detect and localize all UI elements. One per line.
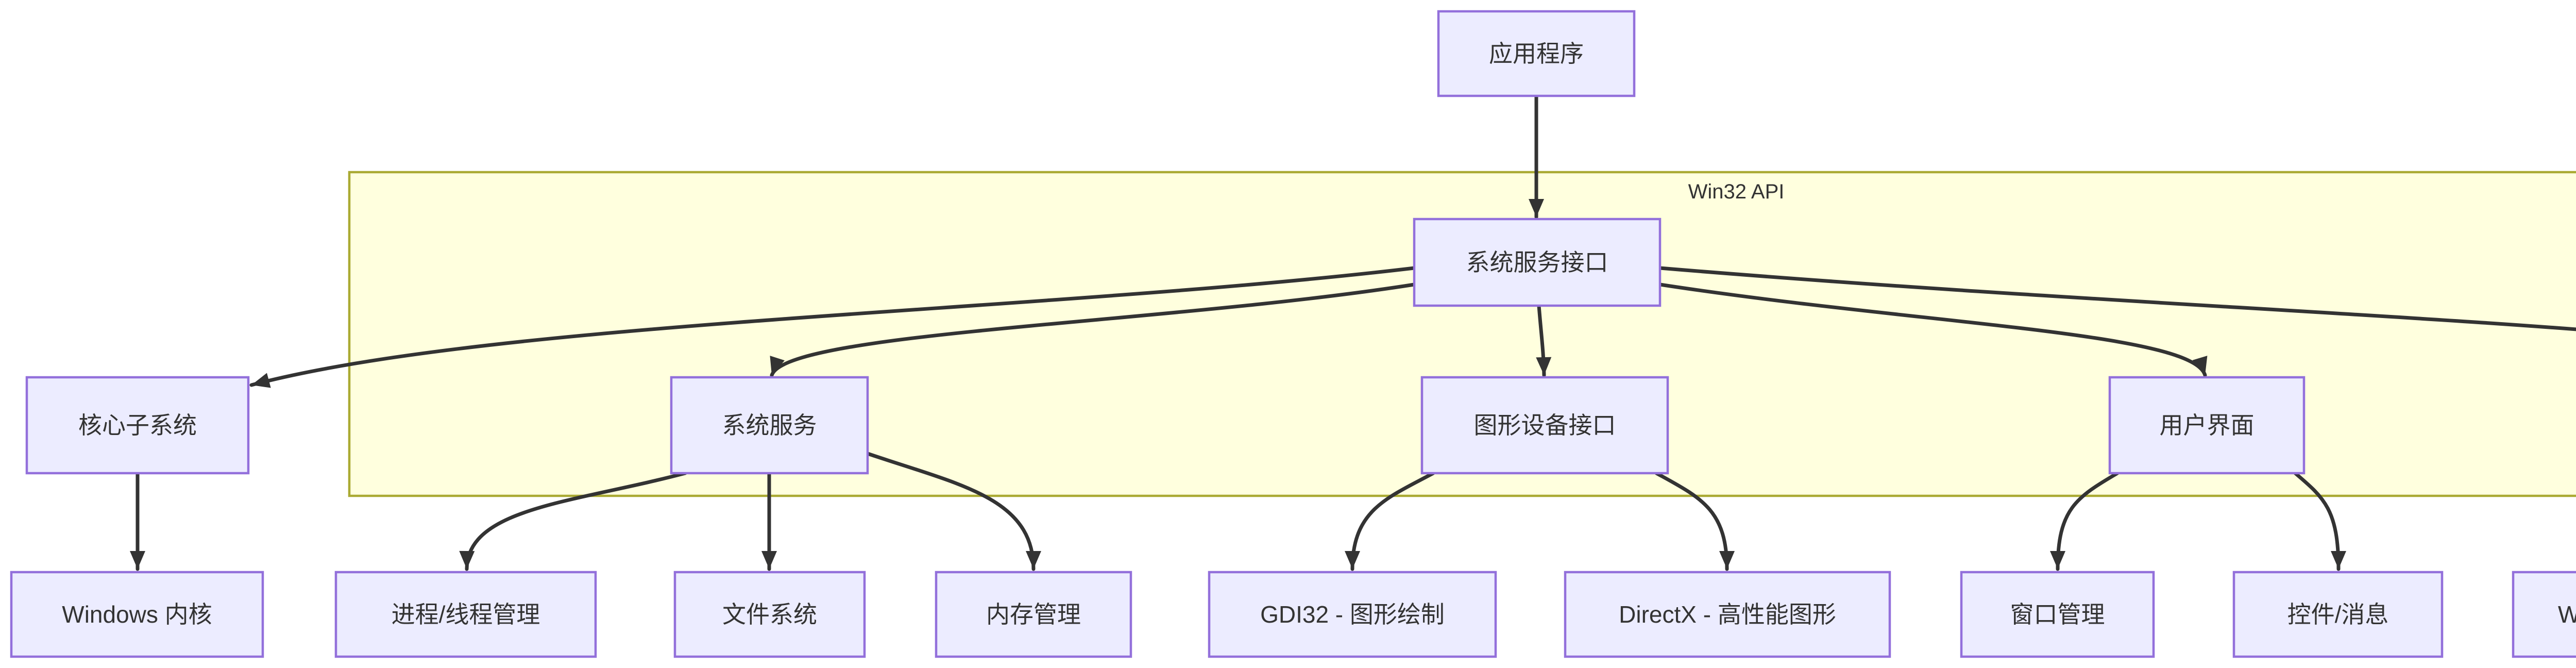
node-gdi-label: 图形设备接口 — [1474, 412, 1616, 439]
edges-layer — [130, 94, 2576, 571]
node-process-label: 进程/线程管理 — [392, 601, 540, 628]
node-gdi-box — [1420, 376, 1669, 475]
node-controls-box — [2232, 571, 2444, 658]
node-kernel-label: Windows 内核 — [62, 601, 212, 628]
node-ssi-label: 系统服务接口 — [1466, 249, 1608, 276]
edge-ssi-to-gdi — [1536, 304, 1552, 377]
node-winsock: WinSock - 网络通信 — [2512, 571, 2576, 658]
node-ui-label: 用户界面 — [2160, 412, 2255, 439]
edge-ssi-to-ui — [1658, 282, 2208, 377]
nodes-layer: 应用程序系统服务接口核心子系统系统服务图形设备接口用户界面网络服务Windows… — [10, 10, 2576, 658]
node-mem-label: 内存管理 — [986, 601, 1081, 628]
node-gdi32-label: GDI32 - 图形绘制 — [1260, 601, 1445, 628]
node-directx: DirectX - 高性能图形 — [1564, 571, 1891, 658]
node-ssi: 系统服务接口 — [1413, 218, 1662, 307]
edge-gdi-to-directx — [1654, 471, 1735, 571]
node-controls-label: 控件/消息 — [2287, 601, 2389, 628]
node-app-box — [1437, 10, 1636, 97]
node-window-box — [1960, 571, 2155, 658]
node-window-label: 窗口管理 — [2010, 601, 2105, 628]
node-fs-label: 文件系统 — [722, 601, 817, 628]
edge-ssi-to-core — [249, 266, 1416, 388]
edge-syssvc-to-process — [459, 471, 687, 571]
node-gdi32: GDI32 - 图形绘制 — [1208, 571, 1497, 658]
edge-ssi-to-net — [1658, 266, 2576, 331]
node-mem-box — [935, 571, 1132, 658]
edge-gdi-to-gdi32 — [1345, 471, 1435, 571]
node-syssvc-label: 系统服务 — [722, 412, 817, 439]
node-directx-box — [1564, 571, 1891, 658]
node-core: 核心子系统 — [25, 376, 250, 475]
node-window: 窗口管理 — [1960, 571, 2155, 658]
cluster-win32-api-label: Win32 API — [1688, 180, 1785, 203]
node-winsock-box — [2512, 571, 2576, 658]
edge-syssvc-to-mem — [866, 452, 1041, 571]
edge-ui-to-controls — [2293, 471, 2346, 571]
node-ui: 用户界面 — [2108, 376, 2306, 475]
node-syssvc-box — [670, 376, 869, 475]
node-controls: 控件/消息 — [2232, 571, 2444, 658]
node-gdi32-box — [1208, 571, 1497, 658]
node-ssi-box — [1413, 218, 1662, 307]
node-app: 应用程序 — [1437, 10, 1636, 97]
node-kernel: Windows 内核 — [10, 571, 264, 658]
node-kernel-box — [10, 571, 264, 658]
node-core-box — [25, 376, 250, 475]
node-ui-box — [2108, 376, 2306, 475]
node-core-label: 核心子系统 — [78, 412, 197, 439]
node-directx-label: DirectX - 高性能图形 — [1619, 601, 1836, 628]
node-syssvc: 系统服务 — [670, 376, 869, 475]
node-mem: 内存管理 — [935, 571, 1132, 658]
node-gdi: 图形设备接口 — [1420, 376, 1669, 475]
edge-ui-to-window — [2050, 471, 2120, 571]
node-winsock-label: WinSock - 网络通信 — [2558, 601, 2576, 628]
node-app-label: 应用程序 — [1489, 40, 1584, 67]
node-process: 进程/线程管理 — [334, 571, 597, 658]
node-process-box — [334, 571, 597, 658]
node-fs: 文件系统 — [673, 571, 866, 658]
node-fs-box — [673, 571, 866, 658]
edge-ssi-to-syssvc — [770, 282, 1416, 377]
